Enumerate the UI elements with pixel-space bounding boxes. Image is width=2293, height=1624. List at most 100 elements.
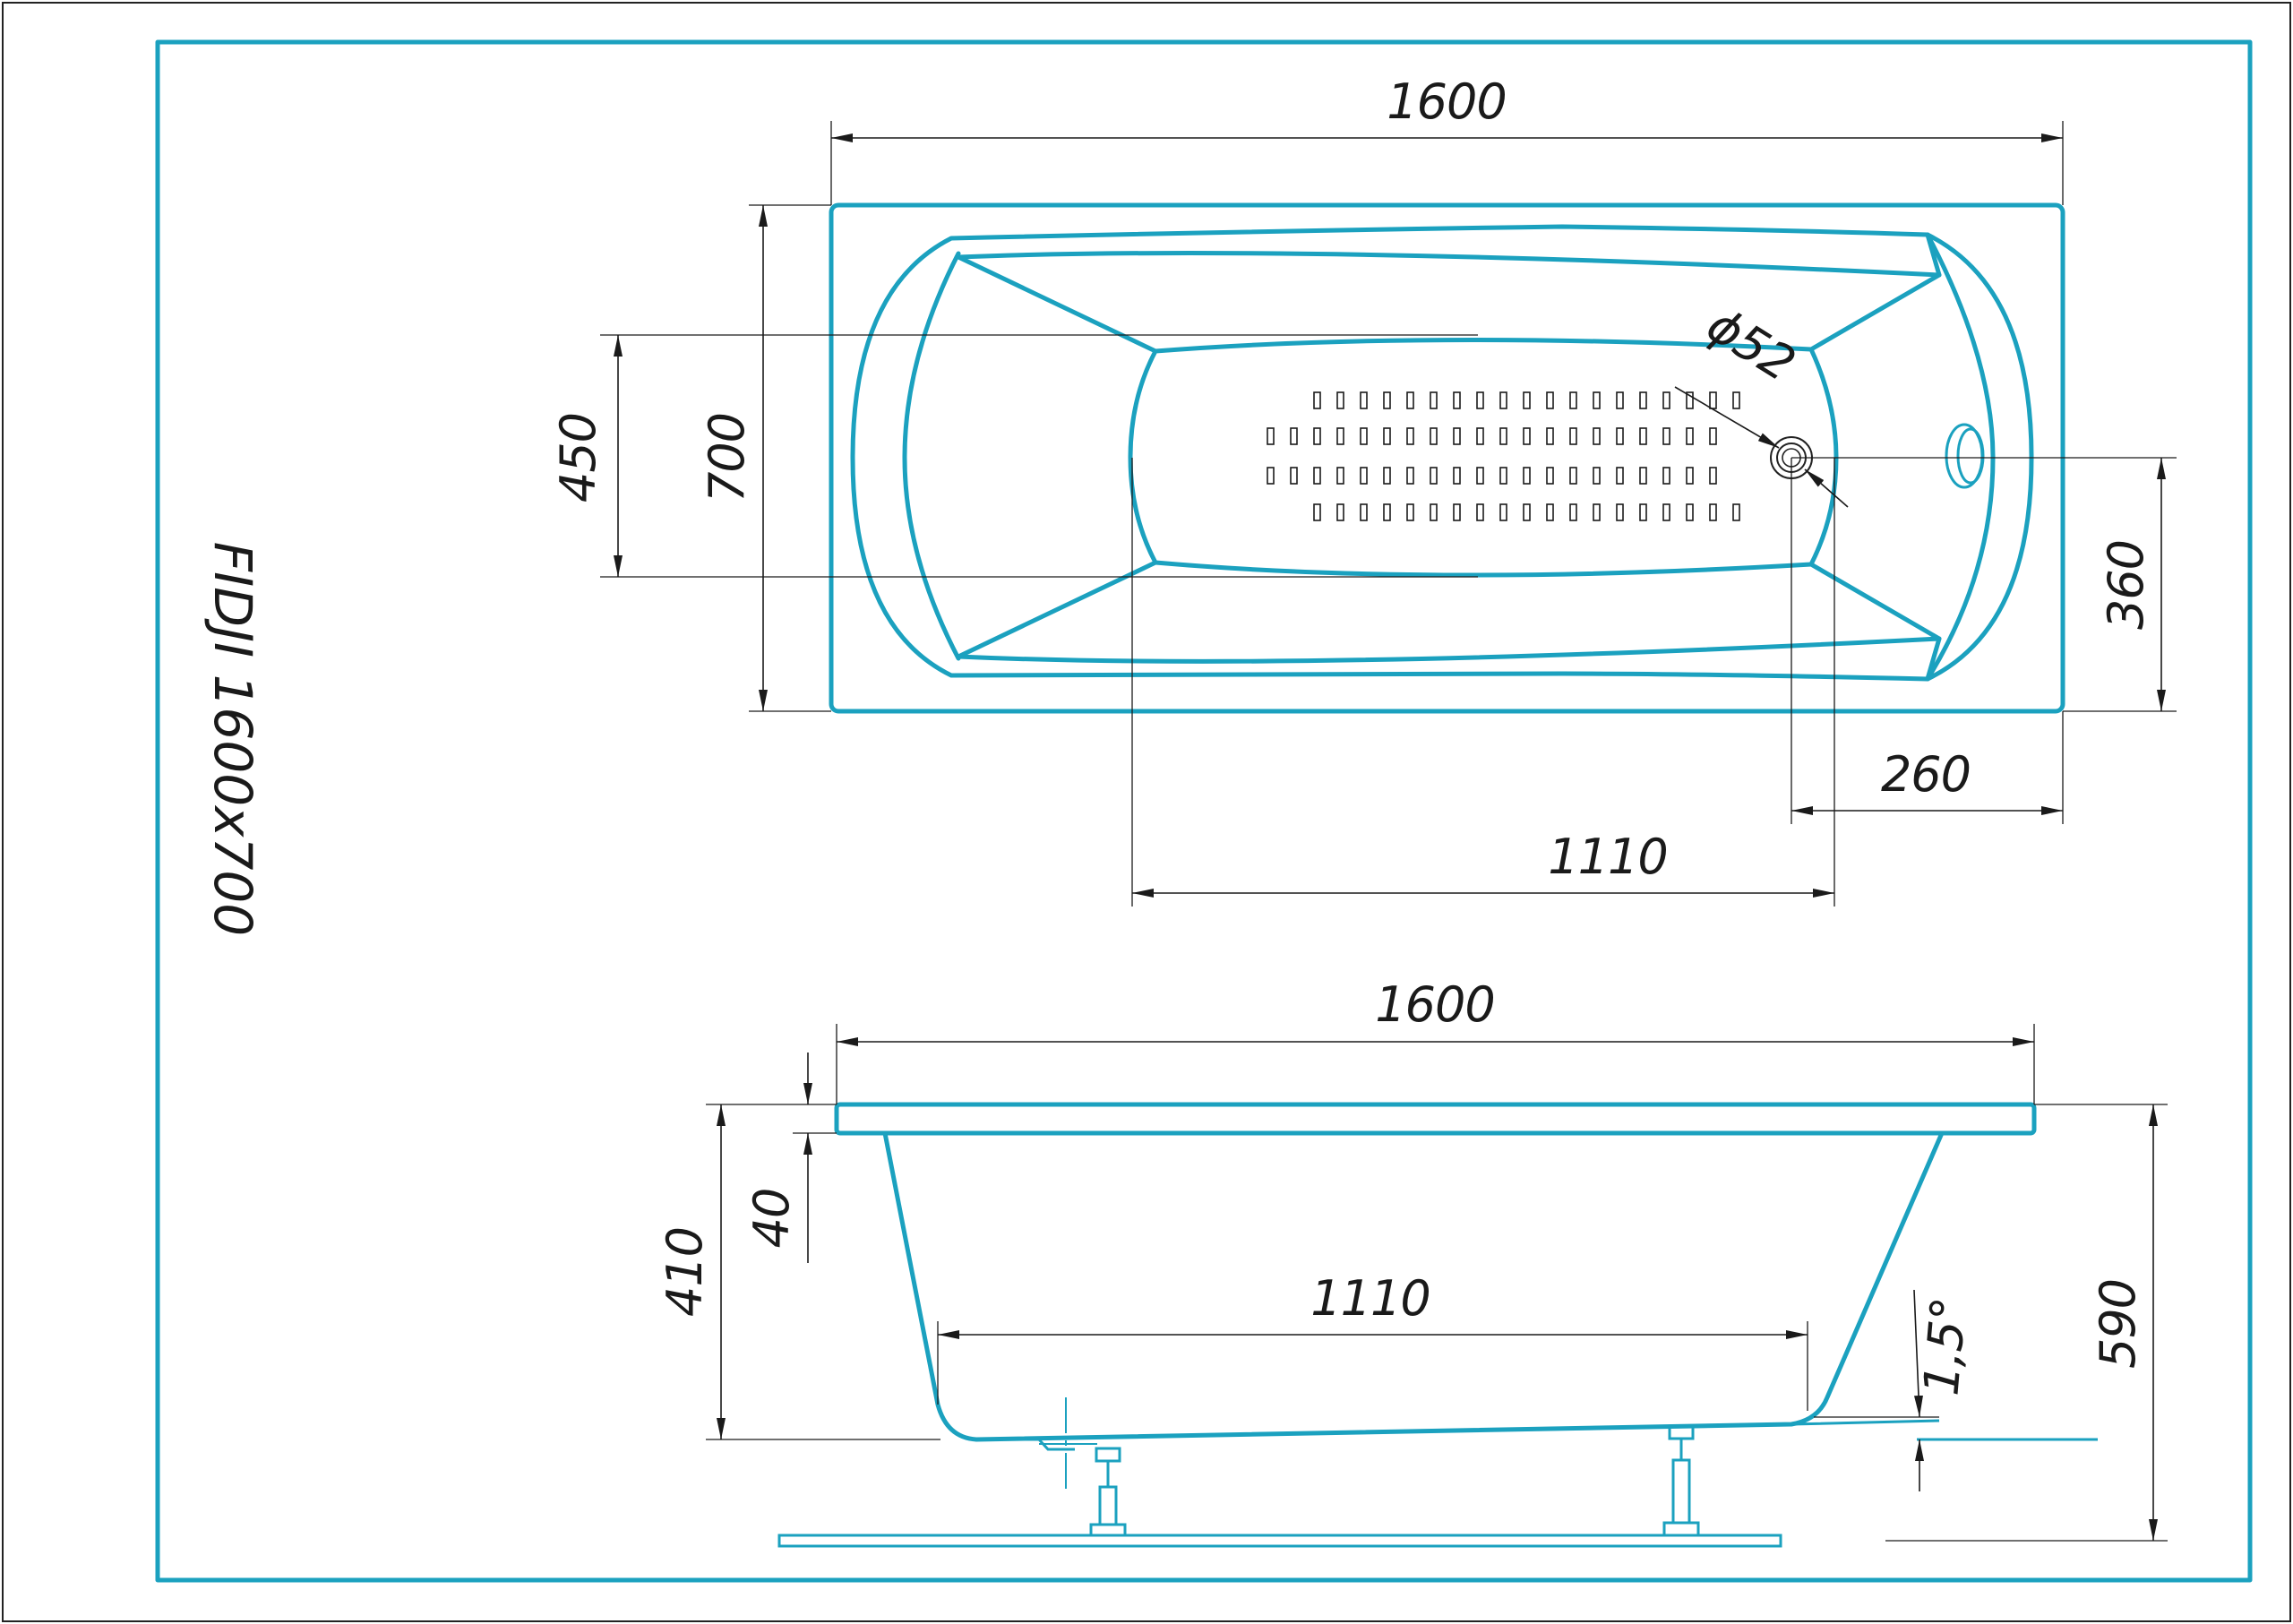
plan-view: 1600 700 450 360 260 1110 ϕ52 [550, 73, 2177, 907]
anti-slip-slot [1313, 427, 1321, 445]
anti-slip-slots [1267, 391, 1740, 521]
anti-slip-slot [1267, 427, 1275, 445]
anti-slip-slot [1383, 467, 1391, 485]
dim-bottom-length: 1110 [1548, 829, 1667, 885]
anti-slip-slot [1709, 427, 1717, 445]
anti-slip-slot [1476, 467, 1484, 485]
anti-slip-slot [1709, 503, 1717, 521]
anti-slip-slot [1453, 427, 1461, 445]
anti-slip-slot [1662, 503, 1670, 521]
anti-slip-slot [1360, 503, 1368, 521]
anti-slip-slot [1523, 503, 1531, 521]
anti-slip-slot [1313, 391, 1321, 409]
anti-slip-slot [1569, 391, 1577, 409]
anti-slip-slot [1336, 427, 1344, 445]
tub-inner-shell-line [902, 251, 961, 661]
dim-rim: 40 [743, 1189, 800, 1249]
anti-slip-slot [1360, 467, 1368, 485]
anti-slip-slot [1523, 391, 1531, 409]
anti-slip-slot [1593, 391, 1601, 409]
dim-drain-offset: 360 [2098, 540, 2154, 630]
dim-line-drain-diameter [1674, 386, 1780, 449]
anti-slip-slot [1336, 467, 1344, 485]
anti-slip-slot [1593, 467, 1601, 485]
anti-slip-slot [1453, 391, 1461, 409]
drawing-frame [155, 39, 2253, 1583]
dim-drain-diameter: ϕ52 [1697, 296, 1804, 392]
anti-slip-slot [1639, 427, 1647, 445]
side-rim [834, 1102, 2037, 1136]
anti-slip-slot [1523, 467, 1531, 485]
dim-slope: 1,5° [1912, 1295, 1977, 1397]
anti-slip-slot [1546, 503, 1554, 521]
tub-inner-shell [850, 224, 2034, 682]
anti-slip-slot [1616, 503, 1624, 521]
overflow-hole-inner [1956, 427, 1985, 485]
anti-slip-slot [1290, 467, 1298, 485]
dim-total-height: 590 [2090, 1279, 2146, 1369]
dim-length-top: 1600 [1387, 73, 1506, 130]
anti-slip-slot [1499, 391, 1507, 409]
anti-slip-slot [1430, 467, 1438, 485]
anti-slip-slot [1476, 427, 1484, 445]
dim-depth: 410 [657, 1227, 713, 1317]
anti-slip-slot [1453, 467, 1461, 485]
anti-slip-slot [1546, 391, 1554, 409]
side-view: 1600 40 410 1110 1,5° 590 [657, 976, 2168, 1548]
dim-side-length: 1600 [1375, 976, 1494, 1033]
anti-slip-slot [1360, 391, 1368, 409]
anti-slip-slot [1593, 503, 1601, 521]
dim-line-slope [1913, 1289, 1923, 1418]
anti-slip-slot [1406, 391, 1414, 409]
anti-slip-slot [1686, 391, 1694, 409]
anti-slip-slot [1360, 427, 1368, 445]
anti-slip-slot [1709, 391, 1717, 409]
anti-slip-slot [1406, 467, 1414, 485]
anti-slip-slot [1709, 467, 1717, 485]
anti-slip-slot [1616, 467, 1624, 485]
anti-slip-slot [1267, 467, 1275, 485]
floor-plate [777, 1534, 1782, 1548]
anti-slip-slot [1569, 427, 1577, 445]
anti-slip-slot [1290, 427, 1298, 445]
anti-slip-slot [1383, 503, 1391, 521]
anti-slip-slot [1662, 467, 1670, 485]
anti-slip-slot [1593, 427, 1601, 445]
tub-crease-lines [956, 232, 1942, 682]
anti-slip-slot [1732, 391, 1740, 409]
anti-slip-slot [1686, 503, 1694, 521]
anti-slip-slot [1662, 427, 1670, 445]
dim-drain-from-end: 260 [1881, 746, 1971, 803]
anti-slip-slot [1430, 503, 1438, 521]
anti-slip-slot [1336, 503, 1344, 521]
dim-width: 700 [699, 413, 755, 503]
tub-lower-edge [956, 636, 1942, 664]
anti-slip-slot [1313, 467, 1321, 485]
anti-slip-slot [1639, 503, 1647, 521]
anti-slip-slot [1732, 503, 1740, 521]
anti-slip-slot [1639, 391, 1647, 409]
anti-slip-slot [1499, 467, 1507, 485]
anti-slip-slot [1662, 391, 1670, 409]
anti-slip-slot [1686, 427, 1694, 445]
dim-inner-width: 450 [550, 413, 606, 503]
anti-slip-slot [1616, 391, 1624, 409]
anti-slip-slot [1313, 503, 1321, 521]
tub-bottom-outline [1128, 337, 1839, 578]
anti-slip-slot [1336, 391, 1344, 409]
anti-slip-slot [1430, 391, 1438, 409]
tub-upper-edge [956, 251, 1942, 278]
anti-slip-slot [1686, 467, 1694, 485]
anti-slip-slot [1499, 503, 1507, 521]
anti-slip-slot [1546, 427, 1554, 445]
anti-slip-slot [1383, 427, 1391, 445]
anti-slip-slot [1406, 427, 1414, 445]
anti-slip-slot [1499, 427, 1507, 445]
anti-slip-slot [1569, 503, 1577, 521]
anti-slip-slot [1430, 427, 1438, 445]
dim-side-bottom: 1110 [1310, 1270, 1430, 1327]
anti-slip-slot [1476, 503, 1484, 521]
anti-slip-slot [1383, 391, 1391, 409]
